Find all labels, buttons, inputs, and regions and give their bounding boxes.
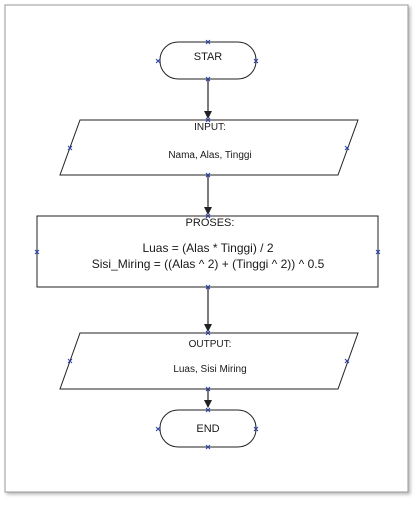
handle-marker[interactable] <box>67 358 73 364</box>
input-parallelogram[interactable] <box>59 119 359 176</box>
input-body-label: Nama, Alas, Tinggi <box>168 150 252 161</box>
handle-marker[interactable] <box>205 172 211 178</box>
handle-marker[interactable] <box>205 117 211 123</box>
handle-marker[interactable] <box>205 284 211 290</box>
handle-marker[interactable] <box>205 213 211 219</box>
process-formula-sisi-miring: Sisi_Miring = ((Alas ^ 2) + (Tinggi ^ 2)… <box>91 257 325 271</box>
handle-marker[interactable] <box>67 145 73 151</box>
end-label: END <box>196 423 220 435</box>
process-box[interactable] <box>36 215 379 288</box>
connection-handles <box>34 39 381 450</box>
handle-marker[interactable] <box>205 444 211 450</box>
handle-marker[interactable] <box>344 358 350 364</box>
handle-marker[interactable] <box>155 426 161 432</box>
input-header-label: INPUT: <box>194 122 226 133</box>
output-header-label: OUTPUT: <box>188 339 232 350</box>
output-body-label: Luas, Sisi Miring <box>173 364 247 375</box>
process-formula-luas: Luas = (Alas * Tinggi) / 2 <box>142 241 274 255</box>
output-parallelogram[interactable] <box>59 332 359 390</box>
handle-marker[interactable] <box>155 58 161 64</box>
handle-marker[interactable] <box>344 145 350 151</box>
handle-marker[interactable] <box>205 407 211 413</box>
handle-marker[interactable] <box>375 249 381 255</box>
handle-marker[interactable] <box>253 58 259 64</box>
handle-marker[interactable] <box>205 386 211 392</box>
handle-marker[interactable] <box>205 39 211 45</box>
start-label: STAR <box>193 51 223 63</box>
handle-marker[interactable] <box>205 330 211 336</box>
handle-marker[interactable] <box>205 76 211 82</box>
handle-marker[interactable] <box>34 249 40 255</box>
handle-marker[interactable] <box>253 426 259 432</box>
process-header-label: PROSES: <box>185 217 235 229</box>
